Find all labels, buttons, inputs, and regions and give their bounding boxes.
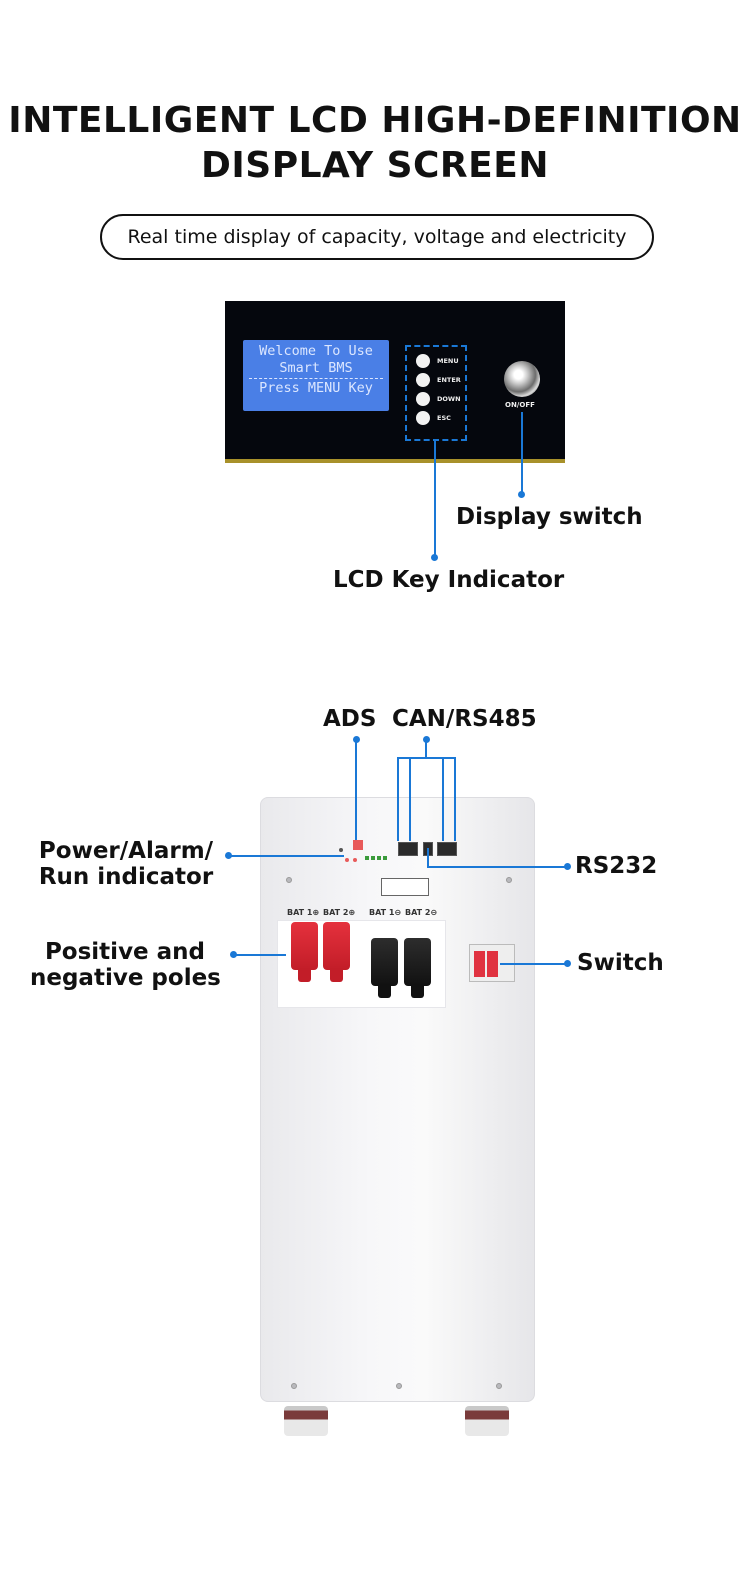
ads-leader-line bbox=[355, 740, 357, 840]
display-switch-callout: Display switch bbox=[456, 504, 643, 530]
lcd-key-group: MENU ENTER DOWN ESC bbox=[405, 345, 467, 441]
breaker-pole bbox=[487, 951, 498, 977]
terminal-pin bbox=[383, 856, 387, 860]
can-rs485-leader-dot bbox=[423, 736, 430, 743]
bat1-positive-label: BAT 1⊕ bbox=[287, 908, 320, 917]
lcd-key-leader-line bbox=[434, 441, 436, 557]
can-port[interactable] bbox=[398, 842, 418, 856]
pole-cap bbox=[378, 984, 391, 998]
lcd-key-indicator-callout: LCD Key Indicator bbox=[333, 567, 565, 593]
cabinet-foot-right bbox=[465, 1406, 509, 1436]
cabinet-screw bbox=[291, 1383, 297, 1389]
rs232-leader-vertical bbox=[427, 848, 429, 868]
ads-callout: ADS bbox=[323, 706, 377, 732]
can-rs485-leader-branch bbox=[409, 757, 411, 841]
esc-key-label: ESC bbox=[437, 414, 451, 422]
bat1-negative-pole[interactable] bbox=[371, 938, 398, 998]
lcd-display-panel: Welcome To Use Smart BMS Press MENU Key … bbox=[225, 301, 565, 463]
bat2-positive-label: BAT 2⊕ bbox=[323, 908, 356, 917]
power-led bbox=[339, 848, 343, 852]
can-rs485-leader-branch bbox=[397, 757, 399, 841]
poles-callout-line-2: negative poles bbox=[30, 965, 221, 991]
down-key-label: DOWN bbox=[437, 395, 461, 403]
cabinet-foot-left bbox=[284, 1406, 328, 1436]
power-alarm-leader-line bbox=[229, 855, 344, 857]
on-off-label: ON/OFF bbox=[505, 401, 535, 409]
terminal-pin bbox=[365, 856, 369, 860]
esc-key-button[interactable] bbox=[416, 411, 430, 425]
lcd-key-leader-dot bbox=[431, 554, 438, 561]
menu-key-button[interactable] bbox=[416, 354, 430, 368]
cabinet-screw bbox=[286, 877, 292, 883]
bat1-negative-label: BAT 1⊖ bbox=[369, 908, 402, 917]
enter-key-label: ENTER bbox=[437, 376, 461, 384]
bat2-negative-label: BAT 2⊖ bbox=[405, 908, 438, 917]
power-alarm-leader-dot bbox=[225, 852, 232, 859]
menu-key-label: MENU bbox=[437, 357, 459, 365]
poles-leader-dot bbox=[230, 951, 237, 958]
rs232-leader-horizontal bbox=[427, 866, 567, 868]
switch-callout: Switch bbox=[577, 950, 664, 976]
rs485-port[interactable] bbox=[437, 842, 457, 856]
breaker-pole bbox=[474, 951, 485, 977]
pole-cap bbox=[298, 968, 311, 982]
can-rs485-leader-branch bbox=[442, 757, 444, 841]
lcd-screen-line-1: Welcome To Use bbox=[259, 343, 373, 359]
switch-leader-line bbox=[500, 963, 566, 965]
cabinet-screw bbox=[396, 1383, 402, 1389]
ads-leader-dot bbox=[353, 736, 360, 743]
can-rs485-leader-bar bbox=[397, 757, 456, 759]
run-led bbox=[353, 858, 357, 862]
bat2-negative-pole[interactable] bbox=[404, 938, 431, 998]
can-rs485-leader-trunk bbox=[425, 740, 427, 758]
display-switch-leader-line bbox=[521, 412, 523, 494]
poles-callout-line-1: Positive and bbox=[44, 939, 206, 965]
battery-cabinet: BAT 1⊕ BAT 2⊕ BAT 1⊖ BAT 2⊖ bbox=[260, 797, 535, 1402]
can-rs485-leader-branch bbox=[454, 757, 456, 841]
lcd-screen-line-2: Smart BMS bbox=[279, 360, 353, 376]
headline-line-1: INTELLIGENT LCD HIGH-DEFINITION bbox=[8, 100, 742, 141]
lcd-screen-line-3: Press MENU Key bbox=[259, 380, 373, 396]
display-switch-leader-dot bbox=[518, 491, 525, 498]
rs232-callout: RS232 bbox=[575, 853, 658, 879]
terminal-pin bbox=[377, 856, 381, 860]
bat2-positive-pole[interactable] bbox=[323, 922, 350, 982]
display-power-knob[interactable] bbox=[504, 361, 540, 397]
switch-leader-dot bbox=[564, 960, 571, 967]
rs232-leader-dot bbox=[564, 863, 571, 870]
alarm-led bbox=[345, 858, 349, 862]
terminal-pin bbox=[371, 856, 375, 860]
lcd-screen: Welcome To Use Smart BMS Press MENU Key bbox=[243, 340, 389, 411]
poles-leader-line bbox=[234, 954, 286, 956]
bat1-positive-pole[interactable] bbox=[291, 922, 318, 982]
ads-dip-switch[interactable] bbox=[353, 840, 363, 850]
power-alarm-callout-line-2: Run indicator bbox=[38, 864, 214, 890]
can-rs485-callout: CAN/RS485 bbox=[392, 706, 537, 732]
cabinet-screw bbox=[496, 1383, 502, 1389]
enter-key-button[interactable] bbox=[416, 373, 430, 387]
lcd-screen-divider bbox=[249, 378, 383, 379]
pole-cap bbox=[411, 984, 424, 998]
power-alarm-callout-line-1: Power/Alarm/ bbox=[38, 838, 214, 864]
warning-sticker bbox=[381, 878, 429, 896]
headline-line-2: DISPLAY SCREEN bbox=[201, 145, 549, 186]
subtitle-pill: Real time display of capacity, voltage a… bbox=[100, 214, 654, 260]
down-key-button[interactable] bbox=[416, 392, 430, 406]
cabinet-screw bbox=[506, 877, 512, 883]
pole-cap bbox=[330, 968, 343, 982]
